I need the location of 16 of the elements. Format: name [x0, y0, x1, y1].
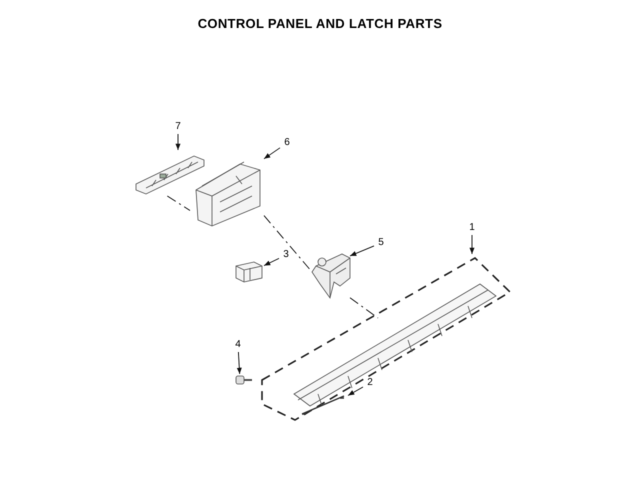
leader-line [348, 386, 364, 396]
leader-line [264, 147, 280, 160]
leader-line [264, 258, 280, 266]
leader-line [469, 234, 475, 254]
callout-number: 6 [284, 138, 290, 148]
alignment-line [166, 196, 190, 211]
leader-line [236, 352, 242, 374]
title: CONTROL PANEL AND LATCH PARTS [198, 15, 442, 33]
callout-number: 4 [235, 340, 241, 350]
callout-number: 2 [367, 378, 373, 388]
callout-number: 1 [469, 223, 475, 233]
leader-line [175, 134, 181, 150]
callout-number: 5 [378, 238, 384, 248]
leader-line [350, 245, 374, 256]
callout-number: 7 [175, 122, 181, 132]
callout-number: 3 [283, 250, 289, 260]
